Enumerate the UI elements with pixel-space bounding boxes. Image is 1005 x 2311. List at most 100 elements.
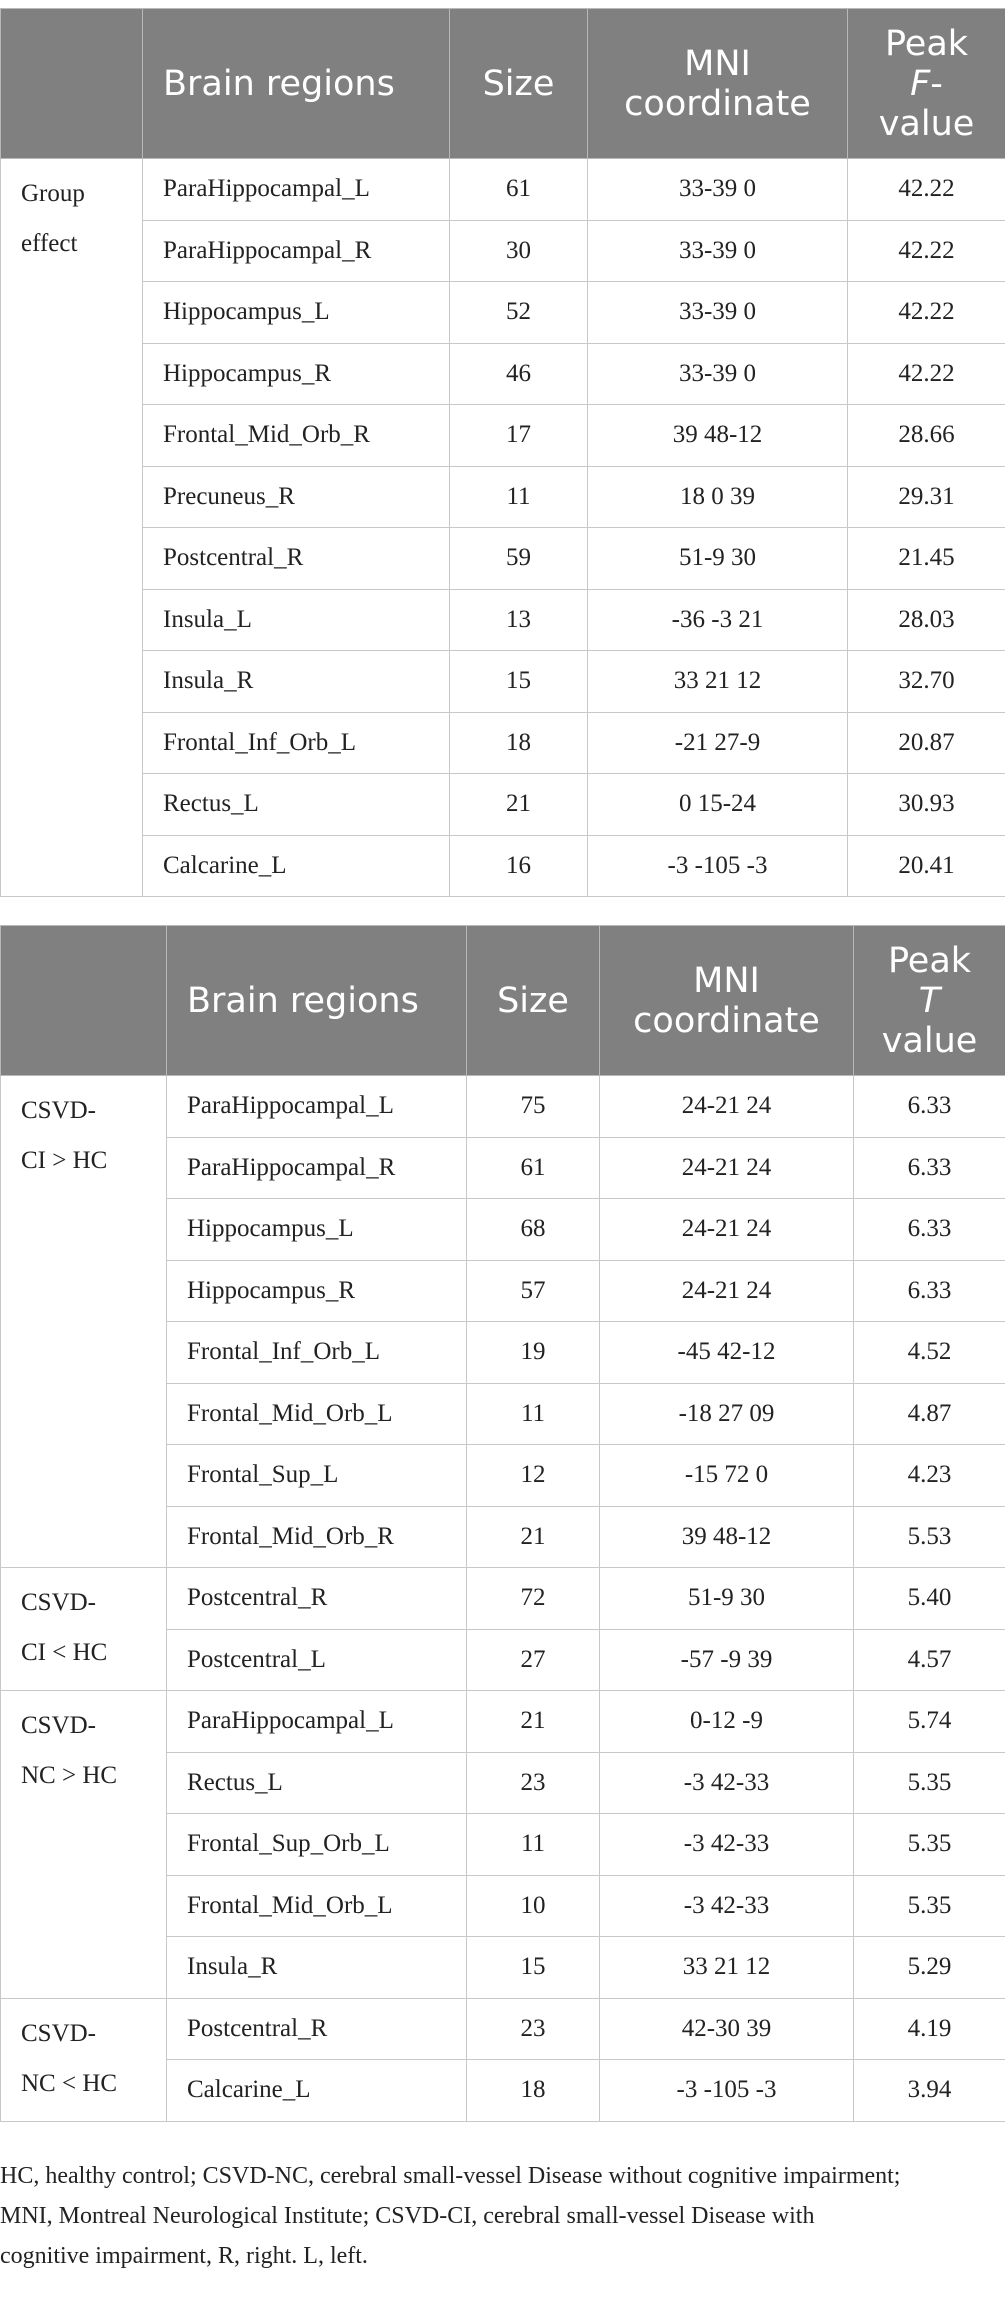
mni-coordinate-cell: 0-12 -9 [600, 1691, 854, 1753]
mni-coordinate-cell: 33-39 0 [588, 282, 848, 344]
size-cell: 61 [450, 159, 588, 221]
brain-region-cell: Rectus_L [143, 774, 450, 836]
peak-value-cell: 32.70 [848, 651, 1005, 713]
peak-value-cell: 5.29 [854, 1937, 1005, 1999]
size-cell: 21 [467, 1691, 600, 1753]
group-label-cell: CSVD-CI > HC [1, 1076, 167, 1568]
brain-region-cell: Calcarine_L [167, 2060, 467, 2122]
group-label-line: CSVD- [21, 1712, 96, 1739]
peak-value-cell: 5.74 [854, 1691, 1005, 1753]
mni-coordinate-cell: 24-21 24 [600, 1199, 854, 1261]
mni-coordinate-cell: 24-21 24 [600, 1260, 854, 1322]
group-label-cell: Group effect [1, 159, 143, 897]
peak-value-cell: 4.87 [854, 1383, 1005, 1445]
header-peak-f-value: Peak F- value [848, 9, 1005, 159]
size-cell: 52 [450, 282, 588, 344]
brain-region-cell: Frontal_Mid_Orb_R [167, 1506, 467, 1568]
mni-coordinate-cell: -21 27-9 [588, 712, 848, 774]
size-cell: 13 [450, 589, 588, 651]
brain-region-cell: Rectus_L [167, 1752, 467, 1814]
size-cell: 72 [467, 1568, 600, 1630]
group-label-line: NC < HC [21, 2070, 117, 2097]
group-effect-table: Brain regions Size MNI coordinate Peak F… [0, 8, 1005, 897]
size-cell: 68 [467, 1199, 600, 1261]
size-cell: 15 [450, 651, 588, 713]
brain-region-cell: Postcentral_R [167, 1998, 467, 2060]
size-cell: 59 [450, 528, 588, 590]
size-cell: 15 [467, 1937, 600, 1999]
brain-region-cell: Hippocampus_R [167, 1260, 467, 1322]
brain-region-cell: Frontal_Sup_Orb_L [167, 1814, 467, 1876]
header-brain-regions: Brain regions [143, 9, 450, 159]
size-cell: 21 [467, 1506, 600, 1568]
group-label-line: CI > HC [21, 1147, 107, 1174]
group-label-cell: CSVD-NC > HC [1, 1691, 167, 1999]
size-cell: 19 [467, 1322, 600, 1384]
peak-value-cell: 5.35 [854, 1752, 1005, 1814]
footnote-line: HC, healthy control; CSVD-NC, cerebral s… [0, 2156, 995, 2196]
peak-value-cell: 20.41 [848, 835, 1005, 897]
brain-region-cell: Postcentral_R [143, 528, 450, 590]
peak-value-cell: 6.33 [854, 1137, 1005, 1199]
brain-region-cell: Frontal_Sup_L [167, 1445, 467, 1507]
mni-coordinate-cell: 33-39 0 [588, 220, 848, 282]
peak-value-cell: 28.03 [848, 589, 1005, 651]
peak-value-cell: 6.33 [854, 1260, 1005, 1322]
table-header-row: Brain regions Size MNI coordinate Peak T… [1, 926, 1005, 1076]
peak-value-cell: 5.53 [854, 1506, 1005, 1568]
size-cell: 11 [467, 1814, 600, 1876]
size-cell: 16 [450, 835, 588, 897]
group-label-line: CI < HC [21, 1639, 107, 1666]
page: Brain regions Size MNI coordinate Peak F… [0, 8, 1005, 2276]
size-cell: 10 [467, 1875, 600, 1937]
peak-value-cell: 4.23 [854, 1445, 1005, 1507]
brain-region-cell: Frontal_Mid_Orb_R [143, 405, 450, 467]
size-cell: 27 [467, 1629, 600, 1691]
mni-coordinate-cell: 51-9 30 [600, 1568, 854, 1630]
header-peak-t-value: Peak T value [854, 926, 1005, 1076]
brain-region-cell: Postcentral_L [167, 1629, 467, 1691]
brain-region-cell: Frontal_Inf_Orb_L [143, 712, 450, 774]
brain-region-cell: ParaHippocampal_R [143, 220, 450, 282]
header-brain-regions: Brain regions [167, 926, 467, 1076]
header-mni-coordinate: MNI coordinate [600, 926, 854, 1076]
header-group [1, 9, 143, 159]
mni-coordinate-cell: -3 42-33 [600, 1752, 854, 1814]
mni-coordinate-cell: 33-39 0 [588, 343, 848, 405]
mni-coordinate-cell: 33-39 0 [588, 159, 848, 221]
peak-value-cell: 3.94 [854, 2060, 1005, 2122]
group-label-cell: CSVD-NC < HC [1, 1998, 167, 2121]
size-cell: 11 [467, 1383, 600, 1445]
mni-coordinate-cell: -3 42-33 [600, 1814, 854, 1876]
brain-region-cell: Hippocampus_R [143, 343, 450, 405]
peak-value-cell: 28.66 [848, 405, 1005, 467]
mni-coordinate-cell: 18 0 39 [588, 466, 848, 528]
size-cell: 30 [450, 220, 588, 282]
footnote-line: MNI, Montreal Neurological Institute; CS… [0, 2196, 995, 2236]
peak-value-cell: 5.35 [854, 1814, 1005, 1876]
mni-coordinate-cell: 39 48-12 [588, 405, 848, 467]
peak-value-cell: 6.33 [854, 1076, 1005, 1138]
brain-region-cell: ParaHippocampal_L [143, 159, 450, 221]
mni-coordinate-cell: -3 -105 -3 [588, 835, 848, 897]
header-size: Size [467, 926, 600, 1076]
peak-value-cell: 6.33 [854, 1199, 1005, 1261]
peak-value-cell: 30.93 [848, 774, 1005, 836]
header-mni-coordinate: MNI coordinate [588, 9, 848, 159]
mni-coordinate-cell: 24-21 24 [600, 1076, 854, 1138]
size-cell: 18 [450, 712, 588, 774]
mni-coordinate-cell: 33 21 12 [600, 1937, 854, 1999]
mni-coordinate-cell: -45 42-12 [600, 1322, 854, 1384]
